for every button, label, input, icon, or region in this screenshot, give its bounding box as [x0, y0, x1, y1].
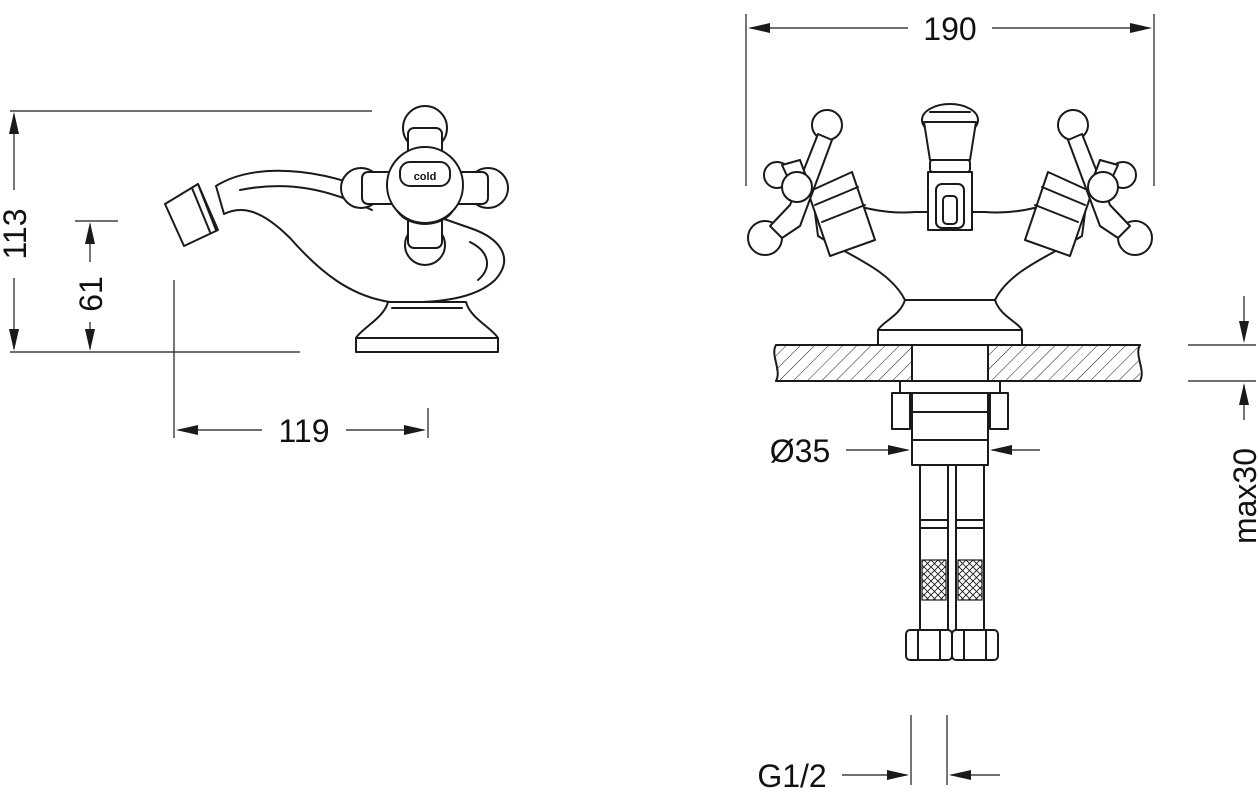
spout-nozzle: [164, 183, 219, 247]
side-view: cold 119 113 61: [0, 105, 509, 449]
dim-diameter-label: Ø35: [770, 433, 830, 469]
dimension-width-side: 119: [176, 413, 426, 449]
faucet-base-front: [877, 299, 1023, 346]
dimension-thread: G1/2: [757, 758, 1000, 794]
right-cross-handle: [1057, 109, 1153, 256]
dimension-height-spout: 61: [73, 222, 109, 351]
dimension-width-front: 190: [748, 11, 1152, 47]
faucet-base-side: [355, 301, 499, 353]
faucet-body-front: [811, 189, 1089, 301]
dim-width-front-label: 190: [923, 11, 976, 47]
dimension-diameter: Ø35: [770, 433, 1040, 469]
dim-height-spout-label: 61: [73, 276, 109, 312]
center-knob: [921, 103, 979, 173]
right-valve-housing: [1024, 171, 1093, 257]
left-cross-handle: [747, 109, 843, 256]
dimension-deck-thickness: max30: [1188, 296, 1258, 544]
left-valve-housing: [807, 171, 876, 257]
handle-label: cold: [414, 171, 437, 183]
dim-deck-thickness-label: max30: [1227, 448, 1258, 544]
front-view: 190: [745, 11, 1258, 794]
mounting-shank: [891, 344, 1009, 466]
spout-front: [927, 171, 973, 231]
dim-width-side-label: 119: [278, 413, 329, 449]
cross-handle-side: cold: [340, 105, 509, 266]
dim-thread-label: G1/2: [757, 758, 826, 794]
dimension-height-total: 113: [0, 112, 33, 351]
countertop-section: [773, 344, 1143, 382]
dim-height-total-label: 113: [0, 208, 33, 259]
flexible-hoses: [905, 464, 999, 661]
